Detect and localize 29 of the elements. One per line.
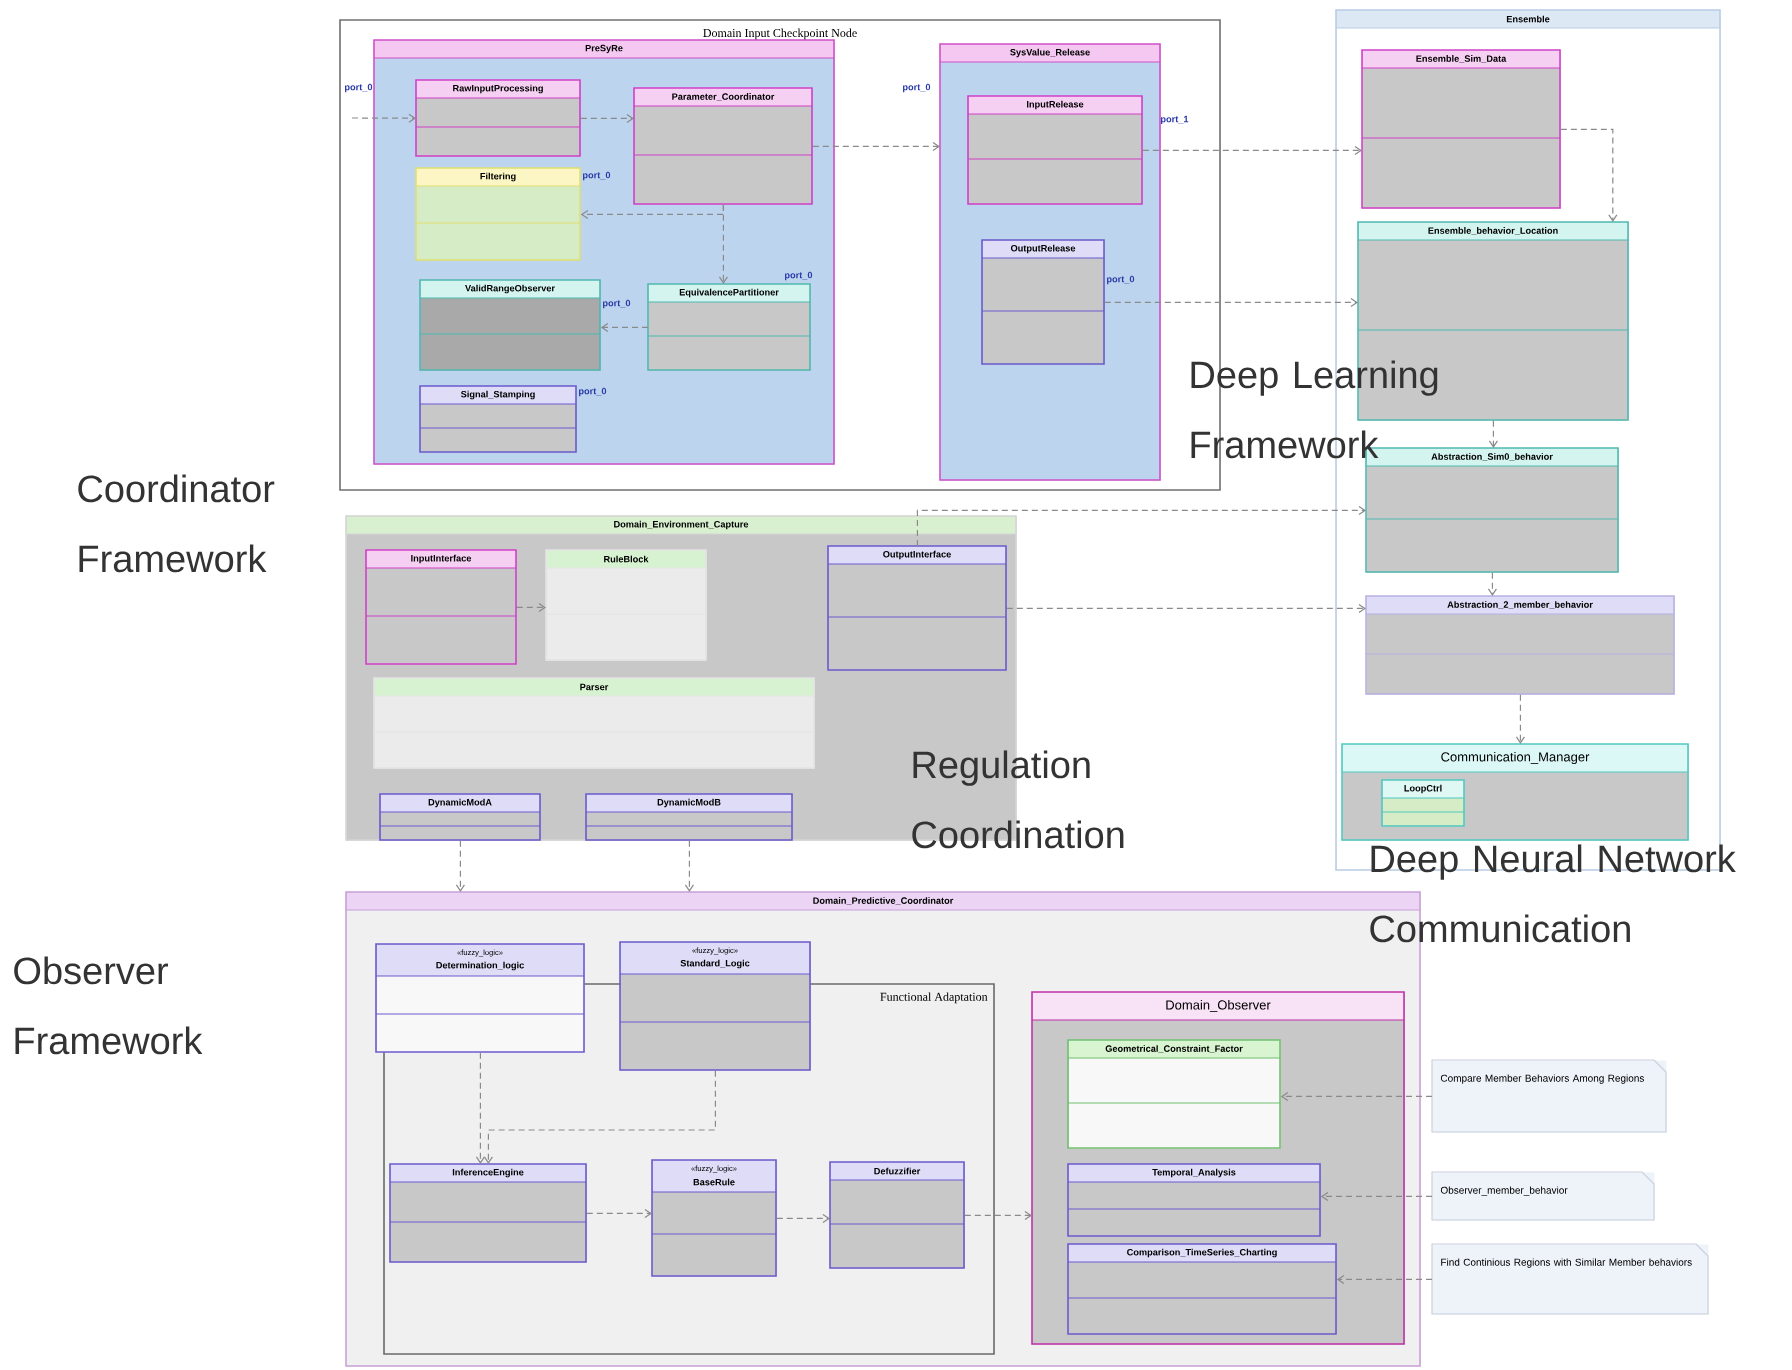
arrow bbox=[1487, 572, 1497, 596]
arrow bbox=[475, 1052, 485, 1164]
arrow bbox=[600, 322, 649, 332]
arrow bbox=[455, 840, 465, 892]
arrow bbox=[916, 505, 1367, 547]
framework-label: Regulation Coordination bbox=[912, 750, 1124, 849]
arrow bbox=[776, 1213, 831, 1223]
arrow bbox=[1336, 1274, 1433, 1284]
framework-label: Observer Framework bbox=[14, 956, 203, 1055]
arrow bbox=[580, 204, 724, 219]
arrow bbox=[1142, 145, 1363, 155]
framework-label: Coordinator Framework bbox=[78, 474, 275, 573]
arrow bbox=[1560, 128, 1618, 222]
arrow bbox=[516, 602, 546, 612]
arrow bbox=[351, 113, 416, 123]
framework-label: Deep Neural Network Communication bbox=[1370, 844, 1736, 943]
arrow bbox=[1515, 694, 1526, 744]
arrow bbox=[580, 113, 634, 123]
arrow bbox=[1280, 1091, 1433, 1101]
arrow bbox=[1006, 603, 1367, 613]
arrow bbox=[1320, 1191, 1433, 1201]
arrow bbox=[1104, 297, 1359, 307]
arrow bbox=[718, 204, 728, 284]
arrow bbox=[812, 141, 940, 151]
arrow bbox=[483, 1070, 716, 1164]
arrow bbox=[964, 1210, 1032, 1220]
arrow bbox=[586, 1208, 652, 1218]
arrow bbox=[1488, 420, 1499, 448]
arrow bbox=[684, 840, 694, 892]
